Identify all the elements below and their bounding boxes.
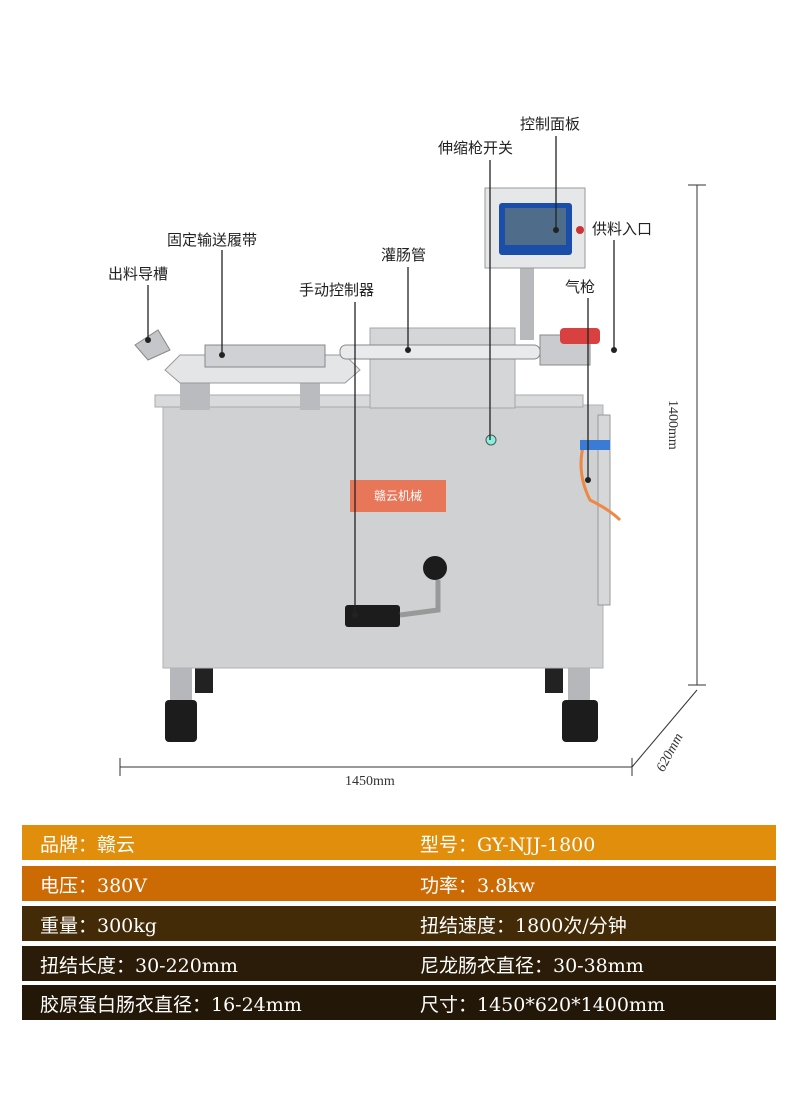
dimension-lines [119,184,706,776]
spec-voltage: 电压：380V [40,875,147,897]
brand-plate [350,480,446,512]
machine-illustration: 赣云机械 [119,136,706,776]
callout-air-gun: 气枪 [565,278,596,296]
spec-speed: 扭结速度：1800次/分钟 [420,915,627,937]
spec-row: 电压：380V 功率：3.8kw [22,866,776,901]
callout-feed-inlet: 供料入口 [592,220,653,238]
spec-twist-length: 扭结长度：30-220mm [40,955,238,977]
svg-text:赣云机械: 赣云机械 [374,488,422,503]
spec-power: 功率：3.8kw [420,875,535,897]
dimension-width: 1450mm [345,774,395,789]
callout-fixed-conveyor-belt: 固定输送履带 [167,231,258,249]
callout-discharge-chute: 出料导槽 [108,265,169,283]
spec-size: 尺寸：1450*620*1400mm [420,994,666,1016]
spec-row: 品牌：赣云 型号：GY-NJJ-1800 [22,825,776,860]
dimension-height: 1400mm [665,400,680,450]
spec-row: 胶原蛋白肠衣直径：16-24mm 尺寸：1450*620*1400mm [22,985,776,1020]
machine-legs [165,665,598,742]
machine-cabinet [162,404,604,669]
spec-model: 型号：GY-NJJ-1800 [420,834,596,856]
callout-control-panel: 控制面板 [520,115,581,133]
callout-manual-controller: 手动控制器 [299,281,375,299]
callout-telescopic-gun-switch: 伸缩枪开关 [438,139,514,157]
callout-lines [147,136,615,615]
callout-filling-tube: 灌肠管 [381,246,427,264]
spec-row: 重量：300kg 扭结速度：1800次/分钟 [22,906,776,941]
spec-nylon-casing: 尼龙肠衣直径：30-38mm [420,955,644,977]
spec-row: 扭结长度：30-220mm 尼龙肠衣直径：30-38mm [22,946,776,981]
spec-brand: 品牌：赣云 [40,834,136,856]
spec-weight: 重量：300kg [40,915,157,937]
spec-collagen-casing: 胶原蛋白肠衣直径：16-24mm [40,994,302,1016]
